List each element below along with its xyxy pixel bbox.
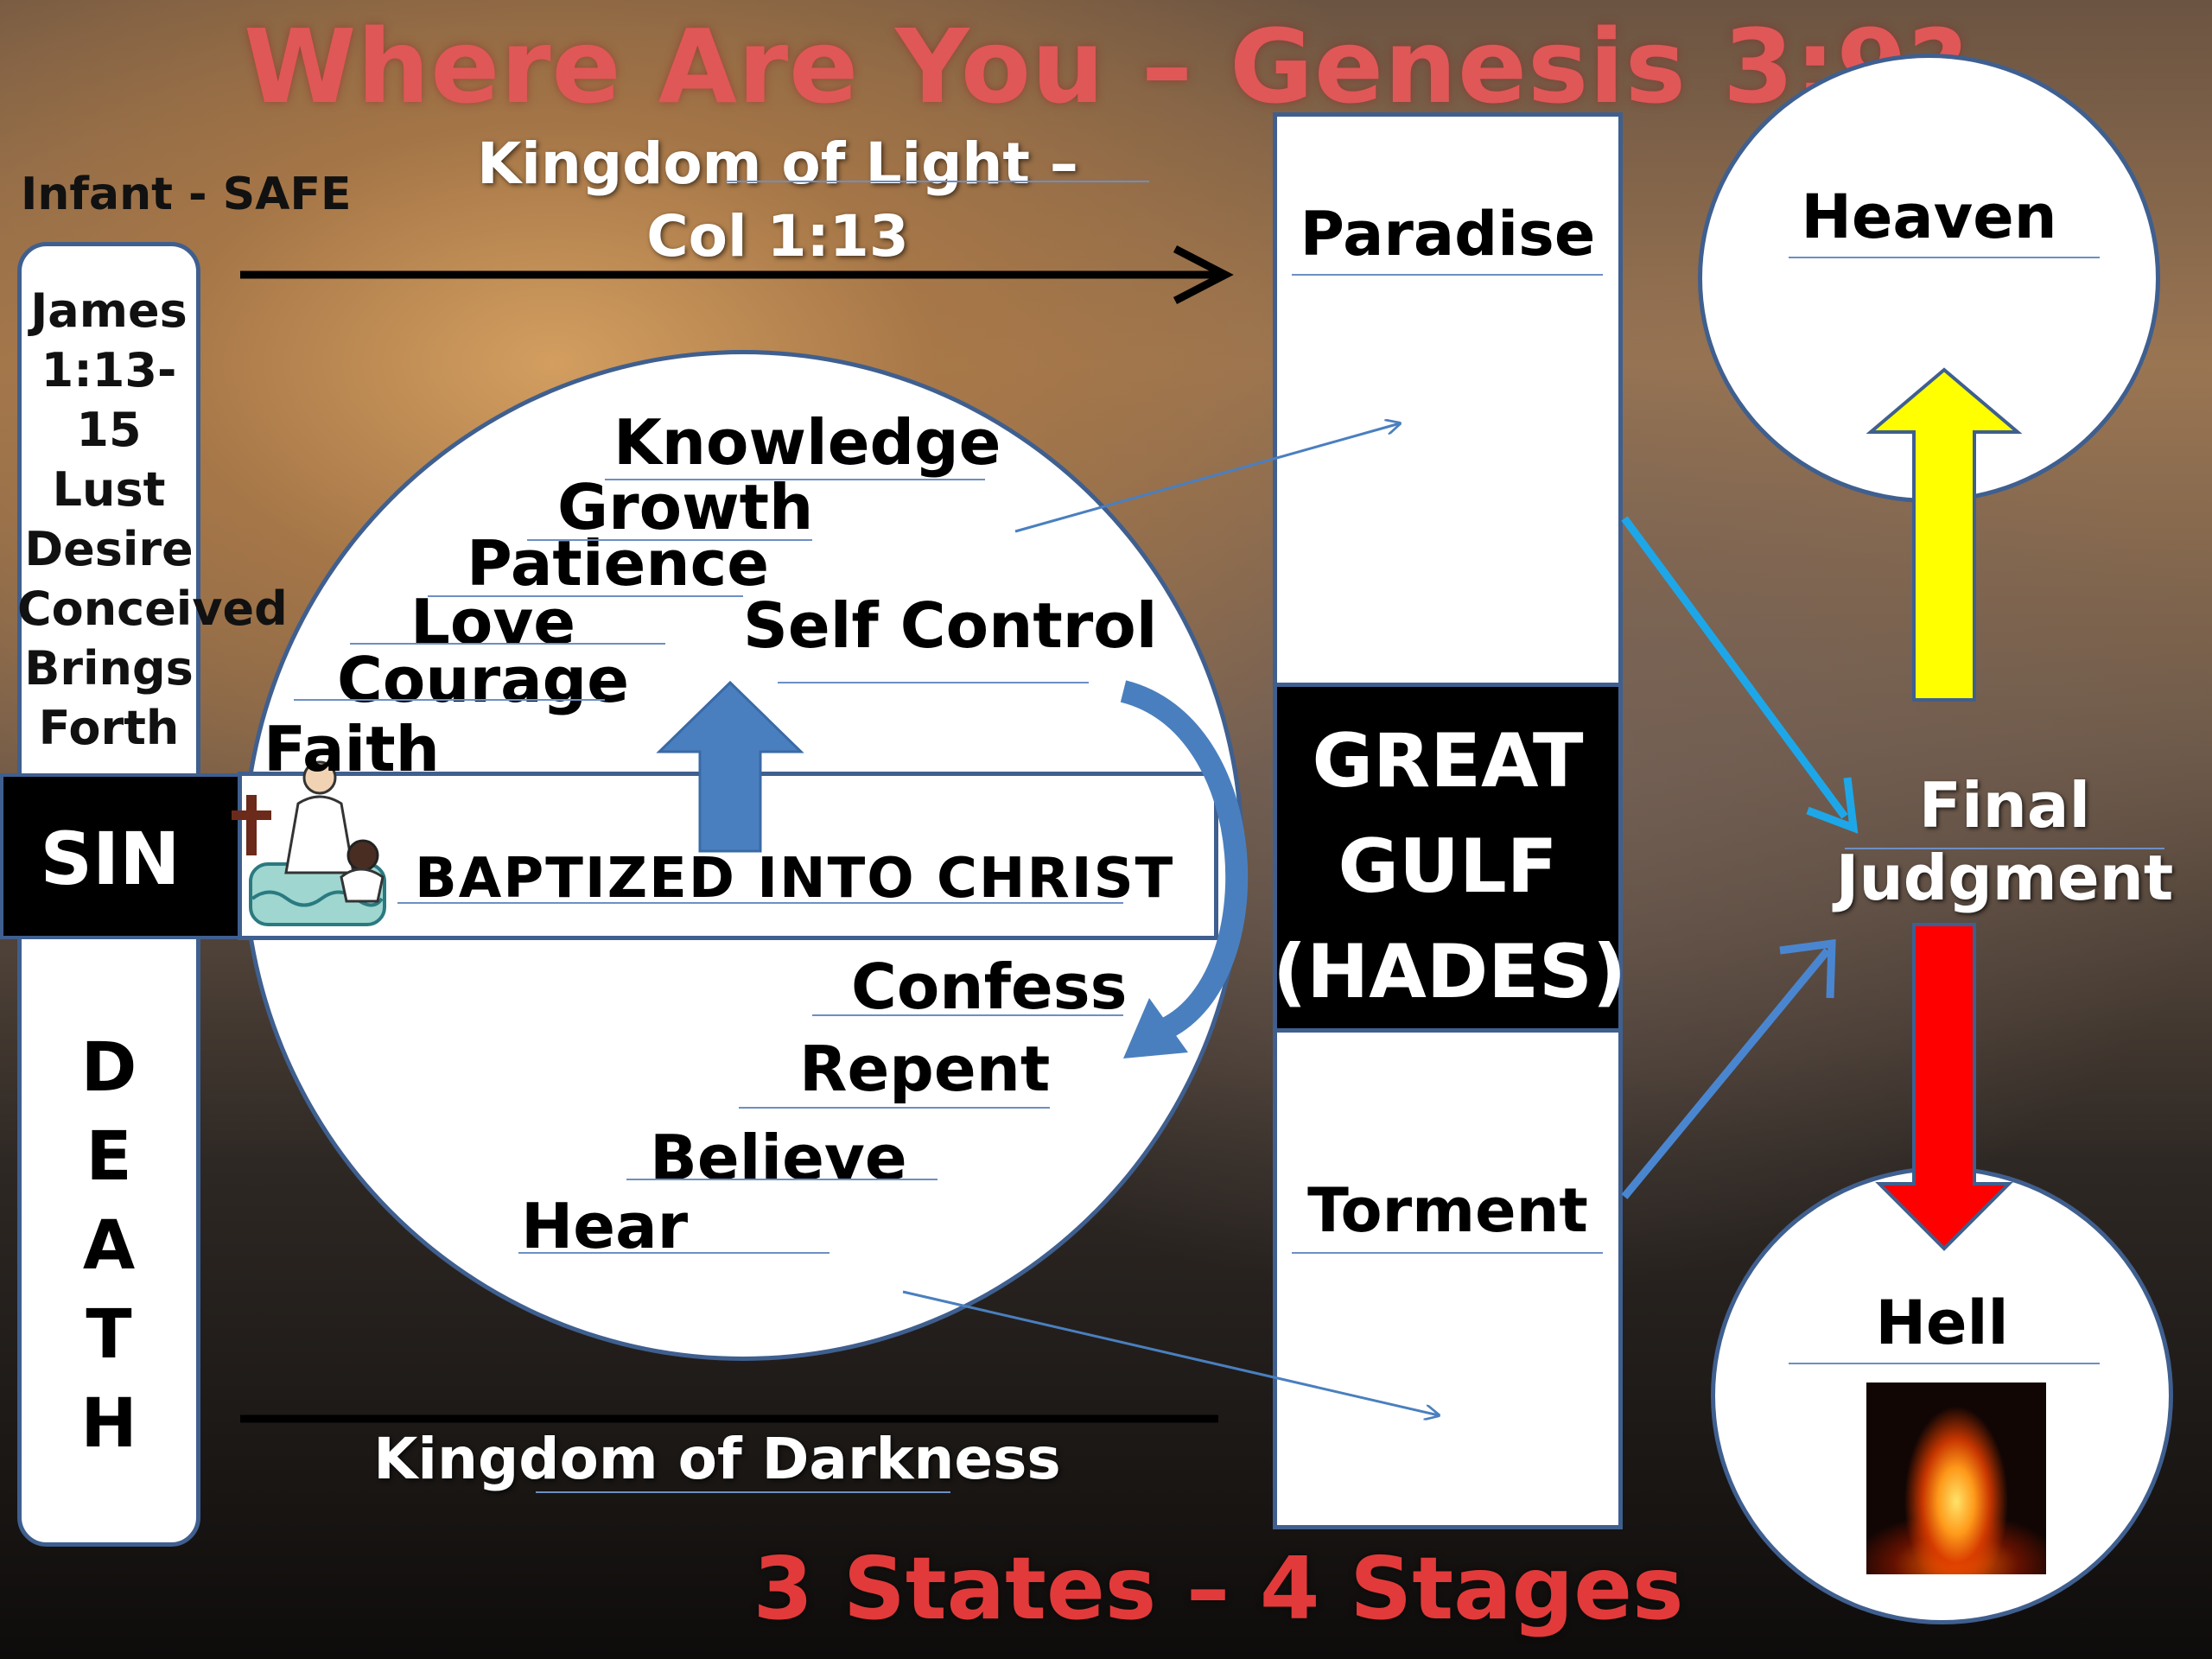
heaven-label: Heaven bbox=[1801, 181, 2057, 252]
paradise-label: Paradise bbox=[1300, 199, 1596, 270]
page-subtitle: 3 States – 4 Stages bbox=[753, 1538, 1684, 1639]
kingdom-of-light-line2: Col 1:13 bbox=[646, 203, 909, 270]
james-line: Lust bbox=[52, 462, 166, 517]
gulf-line: GREAT bbox=[1312, 718, 1584, 804]
final-judgment-label: Final Judgment bbox=[1815, 769, 2195, 914]
final-line: Judgment bbox=[1835, 842, 2174, 914]
step-repent: Repent bbox=[799, 1033, 1051, 1105]
death-letter: D bbox=[80, 1029, 137, 1107]
death-letter: A bbox=[82, 1207, 136, 1285]
fire-image bbox=[1866, 1382, 2046, 1574]
baptized-label: BAPTIZED INTO CHRIST bbox=[415, 847, 1175, 911]
step-believe: Believe bbox=[650, 1122, 907, 1194]
growth-word-self-control: Self Control bbox=[743, 589, 1158, 662]
kingdom-of-light-line1: Kingdom of Light – bbox=[477, 130, 1078, 197]
great-gulf-box bbox=[1273, 683, 1623, 1033]
death-letter: T bbox=[86, 1296, 132, 1374]
growth-word-courage: Courage bbox=[337, 644, 630, 716]
growth-word-knowledge: Knowledge bbox=[613, 406, 1001, 479]
james-line: Conceived bbox=[17, 582, 288, 636]
james-verse-list: James 1:13-15 Lust Desire Conceived Brin… bbox=[17, 281, 288, 758]
hell-label: Hell bbox=[1875, 1287, 2009, 1358]
kingdom-of-light-label: Kingdom of Light – Col 1:13 bbox=[406, 128, 1149, 273]
final-line: Final bbox=[1918, 769, 2091, 842]
infant-safe-label: Infant - SAFE bbox=[21, 168, 352, 220]
james-line: Desire bbox=[24, 522, 194, 576]
step-confess: Confess bbox=[851, 950, 1128, 1023]
growth-word-love: Love bbox=[410, 586, 576, 658]
great-gulf-label: GREAT GULF (HADES) bbox=[1273, 709, 1627, 1025]
step-hear: Hear bbox=[521, 1190, 689, 1262]
torment-label: Torment bbox=[1307, 1175, 1588, 1246]
kingdom-of-darkness-label: Kingdom of Darkness bbox=[373, 1426, 1061, 1492]
james-line: Forth bbox=[38, 701, 180, 755]
sin-label: SIN bbox=[40, 817, 181, 901]
gulf-line: GULF bbox=[1338, 823, 1558, 910]
page-title: Where Are You – Genesis 3:9? bbox=[244, 7, 1968, 126]
james-line: 1:13-15 bbox=[41, 343, 177, 457]
torment-to-judgment-arrow bbox=[1621, 938, 1836, 1199]
growth-word-growth: Growth bbox=[557, 471, 814, 543]
james-line: Brings bbox=[24, 641, 194, 696]
sin-box bbox=[0, 773, 242, 939]
james-line: James bbox=[30, 283, 188, 338]
death-vertical-label: D E A T H bbox=[17, 1024, 200, 1469]
gulf-line: (HADES) bbox=[1273, 929, 1627, 1015]
growth-word-faith: Faith bbox=[264, 713, 440, 785]
death-letter: E bbox=[86, 1118, 132, 1196]
death-letter: H bbox=[80, 1385, 137, 1463]
heaven-circle bbox=[1698, 54, 2160, 503]
